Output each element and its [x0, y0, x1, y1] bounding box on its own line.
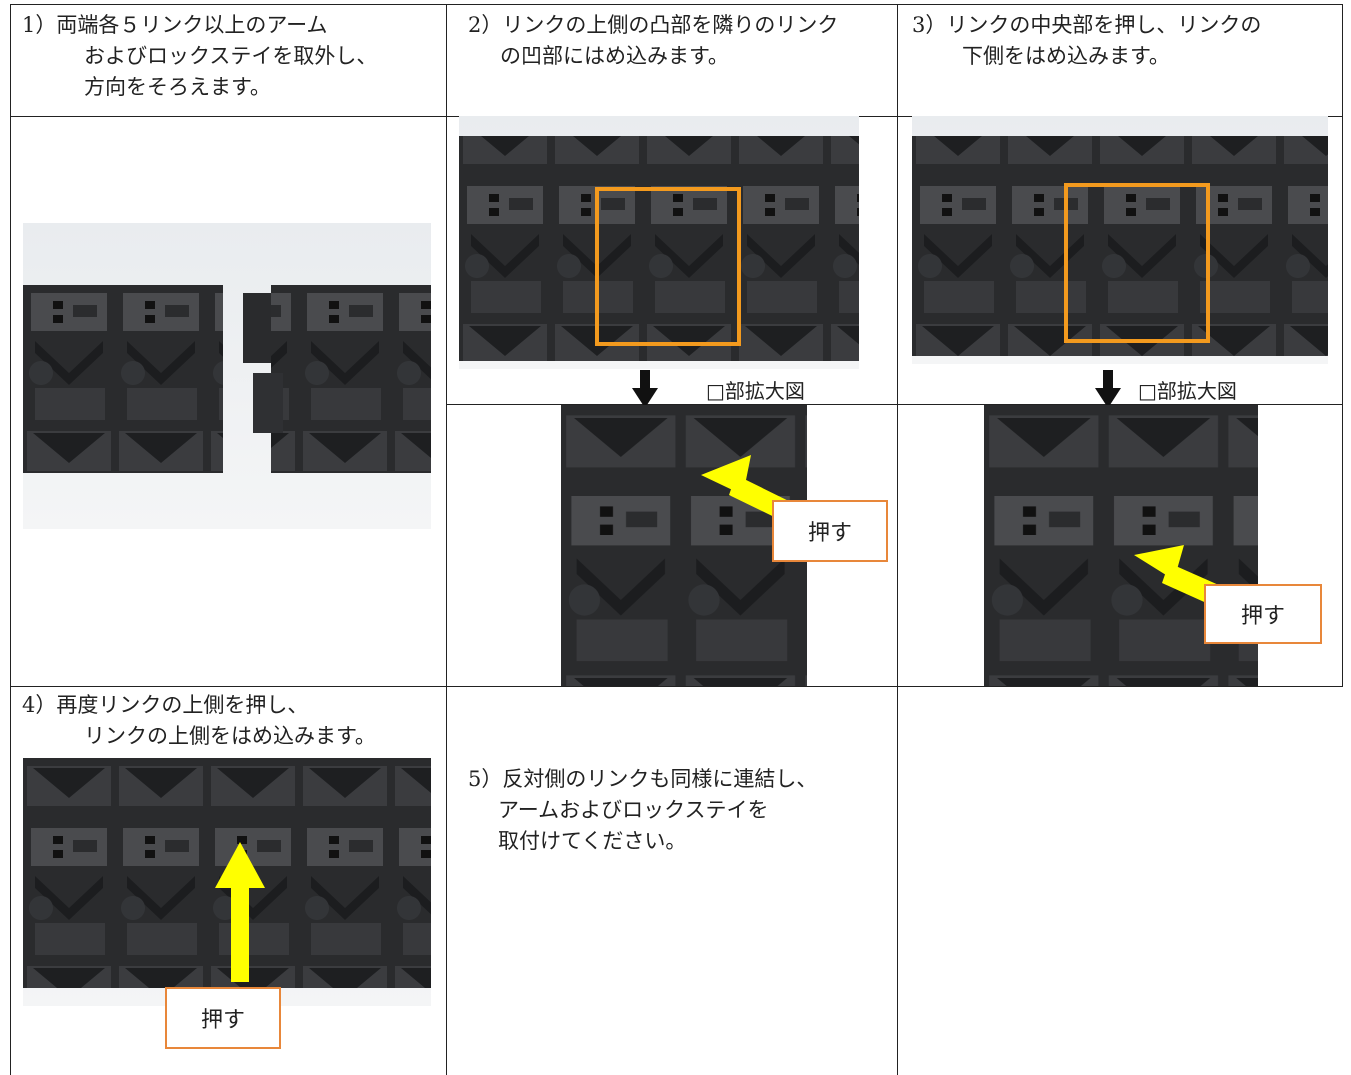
step3-photo [912, 116, 1328, 364]
step2-photo [459, 116, 859, 369]
table-border-col1 [446, 4, 447, 1075]
down-arrow-icon [632, 370, 658, 408]
step3-highlight-box [1064, 183, 1210, 343]
step3-line1: 3）リンクの中央部を押し、リンクの [912, 13, 1262, 37]
step2-push-label: 押す [772, 500, 888, 562]
step5-line2: アームおよびロックステイを [498, 798, 769, 822]
step2-closeup-photo [561, 405, 807, 686]
step5-line3: 取付けてください。 [498, 829, 687, 853]
table-border-right [1342, 4, 1343, 687]
down-arrow-icon [1095, 370, 1121, 408]
table-border-row2 [10, 686, 1342, 687]
step2-line2: の凹部にはめ込みます。 [500, 44, 729, 68]
step2-enlarge-label: □部拡大図 [706, 379, 805, 403]
step1-line3: 方向をそろえます。 [84, 75, 271, 99]
step1-line1: 1）両端各５リンク以上のアーム [22, 13, 328, 37]
step5-line1: 5）反対側のリンクも同様に連結し、 [468, 767, 818, 791]
step1-line2: およびロックステイを取外し、 [84, 44, 378, 68]
step4-push-label: 押す [165, 987, 281, 1049]
step2-highlight-box [595, 187, 741, 346]
step4-line1: 4）再度リンクの上側を押し、 [22, 693, 309, 717]
step3-push-label: 押す [1204, 584, 1322, 644]
table-border-sub-row [446, 404, 1342, 405]
step3-line2: 下側をはめ込みます。 [962, 44, 1170, 68]
step2-line1: 2）リンクの上側の凸部を隣りのリンク [468, 13, 839, 37]
step1-photo [23, 223, 431, 529]
step4-photo [23, 758, 431, 1006]
table-border-left [10, 4, 11, 1075]
table-border-top [10, 4, 1342, 5]
step4-line2: リンクの上側をはめ込みます。 [84, 724, 376, 748]
table-border-col2 [897, 4, 898, 1075]
step3-enlarge-label: □部拡大図 [1138, 379, 1237, 403]
